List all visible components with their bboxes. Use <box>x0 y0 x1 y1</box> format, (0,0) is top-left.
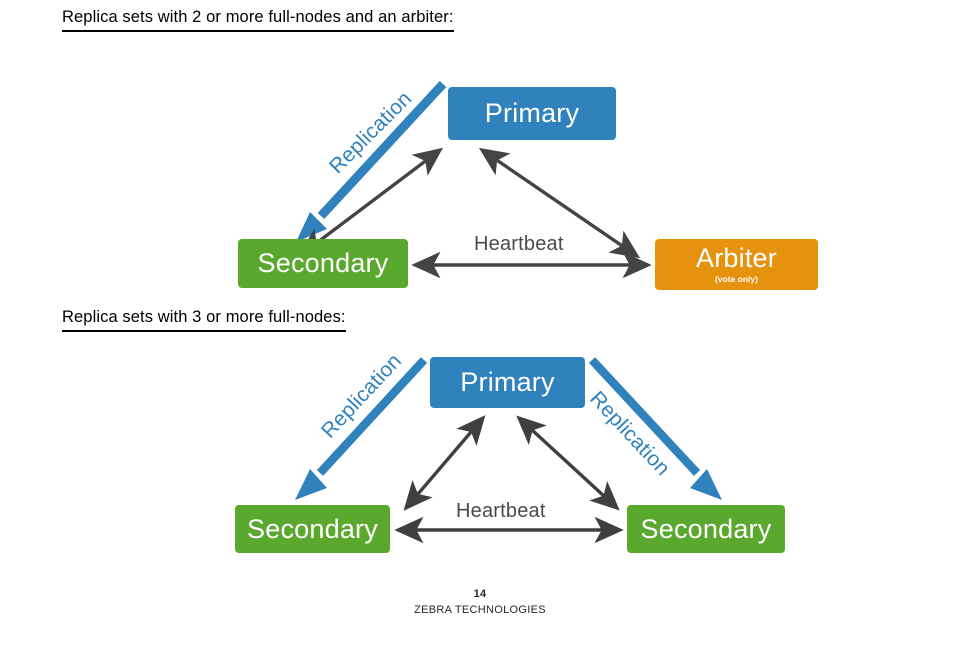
replica-set-diagram-arbiter: Primary Secondary Arbiter (vote only) Re… <box>0 70 960 305</box>
node-primary[interactable]: Primary <box>448 87 616 140</box>
heartbeat-arrow-primary-secondary-right <box>516 415 620 511</box>
node-label: Secondary <box>257 248 389 278</box>
section-heading-arbiter: Replica sets with 2 or more full-nodes a… <box>62 8 454 32</box>
node-secondary[interactable]: Secondary <box>238 239 408 288</box>
diagram-arrows-full-nodes <box>295 357 722 544</box>
edge-label-heartbeat: Heartbeat <box>474 233 564 255</box>
edge-label-heartbeat: Heartbeat <box>456 500 546 522</box>
heartbeat-arrow-secondary-primary <box>299 147 443 257</box>
footer-company-name: ZEBRA TECHNOLOGIES <box>414 604 546 616</box>
heartbeat-arrow-primary-arbiter <box>478 147 641 259</box>
node-label: Secondary <box>247 513 378 544</box>
node-label: Primary <box>460 367 555 397</box>
heartbeat-arrow-secondary-left-primary <box>403 415 486 511</box>
diagram-arrows-arbiter <box>296 80 652 279</box>
node-label: Secondary <box>640 513 772 544</box>
node-secondary-right[interactable]: Secondary <box>627 505 785 553</box>
node-secondary-left[interactable]: Secondary <box>235 505 390 553</box>
node-arbiter[interactable]: Arbiter (vote only) <box>655 239 818 290</box>
replication-arrow-primary-to-secondary-left <box>295 357 428 500</box>
node-sublabel-vote-only: (vote only) <box>715 274 758 285</box>
section-heading-full-nodes: Replica sets with 3 or more full-nodes: <box>62 308 346 332</box>
footer-page-number: 14 <box>473 588 487 600</box>
replica-set-diagram-full-nodes: Primary Secondary Secondary Replication … <box>0 340 960 575</box>
node-label: Arbiter <box>696 243 777 274</box>
replication-arrow-primary-to-secondary-right <box>588 357 722 500</box>
node-label: Primary <box>484 98 580 128</box>
node-primary[interactable]: Primary <box>430 357 585 408</box>
